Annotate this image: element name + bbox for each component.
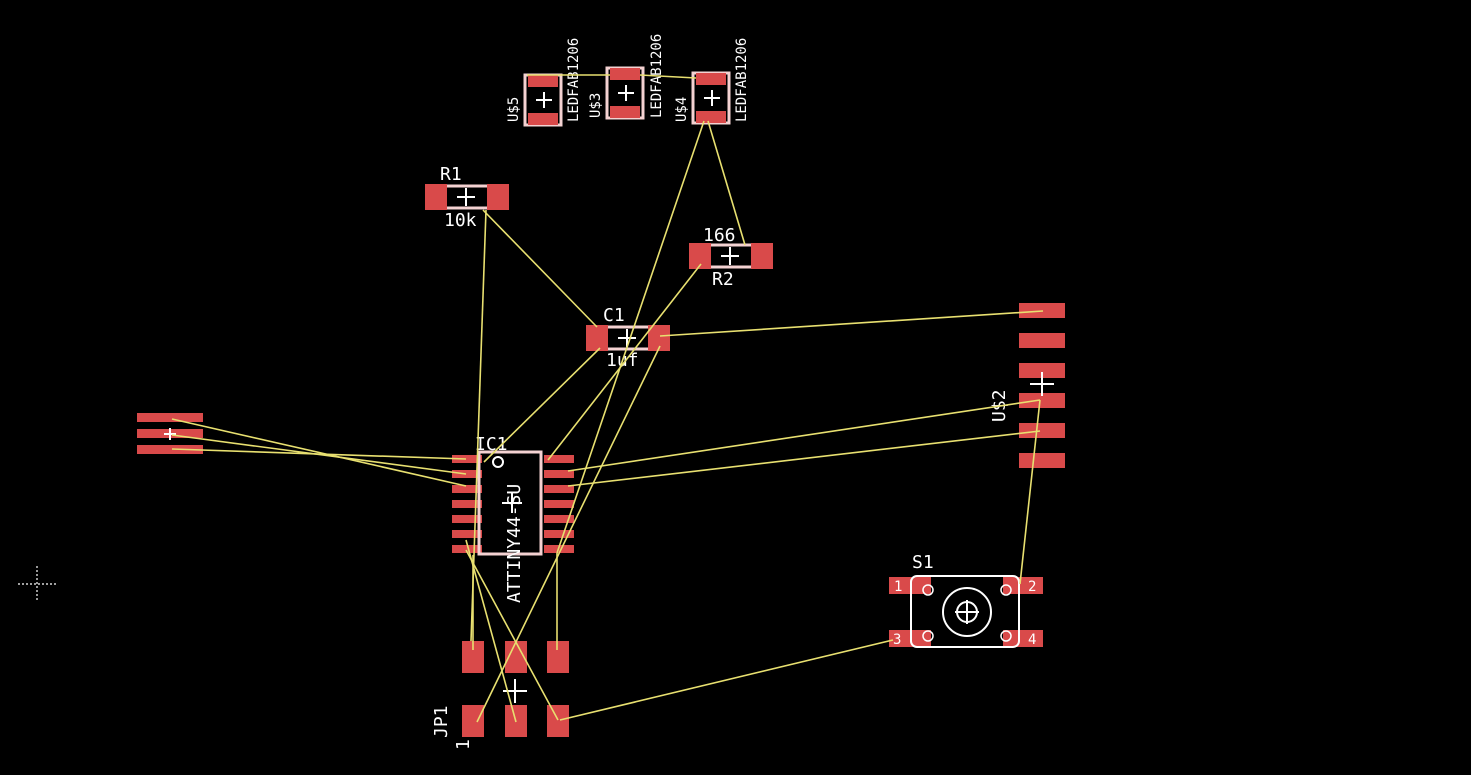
c1-name: C1 xyxy=(603,305,625,326)
led-u5[interactable]: U$5 LEDFAB1206 xyxy=(506,38,582,127)
jp1-name: JP1 xyxy=(431,705,452,738)
crosshair-icon xyxy=(18,566,56,600)
airwires xyxy=(171,74,1044,723)
ic1-value: ATTINY44-SU xyxy=(504,484,525,603)
r2-name: R2 xyxy=(712,269,734,290)
header-jp1[interactable]: JP1 1 xyxy=(431,641,569,750)
header-u2[interactable]: U$2 xyxy=(989,303,1065,468)
s1-pin2: 2 xyxy=(1028,579,1036,595)
switch-s1[interactable]: S1 1 2 3 4 xyxy=(889,552,1043,648)
jp1-pin1: 1 xyxy=(453,739,474,750)
resistor-r1[interactable]: R1 10k xyxy=(425,164,509,231)
connector-left[interactable] xyxy=(137,413,203,454)
capacitor-c1[interactable]: C1 1uf xyxy=(586,305,670,371)
r2-value: 166 xyxy=(703,225,736,246)
u4-value: LEDFAB1206 xyxy=(734,38,750,122)
r1-value: 10k xyxy=(444,210,477,231)
u3-name: U$3 xyxy=(588,93,604,118)
led-u4[interactable]: U$4 LEDFAB1206 xyxy=(674,38,750,125)
s1-name: S1 xyxy=(912,552,934,573)
u5-value: LEDFAB1206 xyxy=(566,38,582,122)
s1-pin3: 3 xyxy=(893,632,901,648)
r1-name: R1 xyxy=(440,164,462,185)
s1-pin4: 4 xyxy=(1028,632,1036,648)
resistor-r2[interactable]: 166 R2 xyxy=(689,225,773,290)
u4-name: U$4 xyxy=(674,97,690,122)
s1-pin1: 1 xyxy=(894,579,902,595)
ic-ic1[interactable]: IC1 ATTINY44-SU xyxy=(452,434,574,603)
u5-name: U$5 xyxy=(506,97,522,122)
ic1-name: IC1 xyxy=(475,434,508,455)
